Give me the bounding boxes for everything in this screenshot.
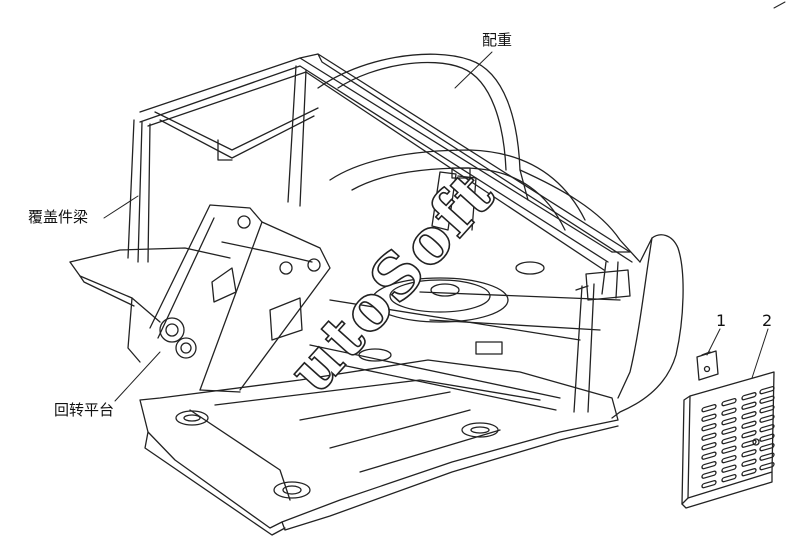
louver-slot <box>701 423 717 432</box>
boom-foot-bracket <box>149 204 331 393</box>
louver-slot <box>701 404 717 413</box>
louver-slot <box>741 411 757 420</box>
louver-slot <box>741 458 757 467</box>
label-turntable: 回转平台 <box>54 401 115 419</box>
part-2-louvered-panel <box>681 371 775 509</box>
part-1-plate <box>696 350 719 381</box>
louver-slot <box>721 473 737 483</box>
label-cover-beam: 覆盖件梁 <box>28 208 89 226</box>
louver-slot <box>741 401 757 410</box>
louver-slot <box>759 414 775 423</box>
louver-slot <box>741 430 757 439</box>
panel-hole <box>752 438 760 446</box>
louver-slot <box>721 416 737 426</box>
louver-slot <box>701 470 717 479</box>
louver-slot <box>721 426 737 435</box>
louver-slot <box>741 392 757 401</box>
louver-slot <box>759 461 775 471</box>
louver-slot <box>701 413 717 422</box>
louver-slot <box>721 407 737 416</box>
louver-slots <box>701 385 775 489</box>
louver-slot <box>759 452 775 461</box>
cover-beam-frame <box>127 53 633 413</box>
label-part-1: 1 <box>716 311 727 330</box>
counterweight-housing <box>317 53 684 419</box>
revolving-platform <box>69 247 621 536</box>
leader-lines <box>103 1 786 402</box>
louver-slot <box>741 439 757 448</box>
louver-slot <box>759 395 775 404</box>
louver-slot <box>759 433 775 442</box>
louver-slot <box>701 442 717 451</box>
louver-slot <box>721 464 737 473</box>
louver-slot <box>721 435 737 445</box>
label-part-2: 2 <box>762 311 773 330</box>
louver-slot <box>721 454 737 464</box>
louver-slot <box>759 385 775 395</box>
louver-slot <box>701 480 717 489</box>
louver-slot <box>759 404 775 414</box>
louver-slot <box>721 397 737 407</box>
louver-slot <box>759 442 775 452</box>
louver-slot <box>759 423 775 433</box>
louver-slot <box>741 420 757 429</box>
label-counterweight: 配重 <box>482 31 513 49</box>
louver-slot <box>741 468 757 477</box>
louver-slot <box>721 445 737 454</box>
louver-slot <box>701 432 717 441</box>
louver-slot <box>701 451 717 460</box>
louver-slot <box>701 461 717 470</box>
louver-slot <box>741 449 757 458</box>
